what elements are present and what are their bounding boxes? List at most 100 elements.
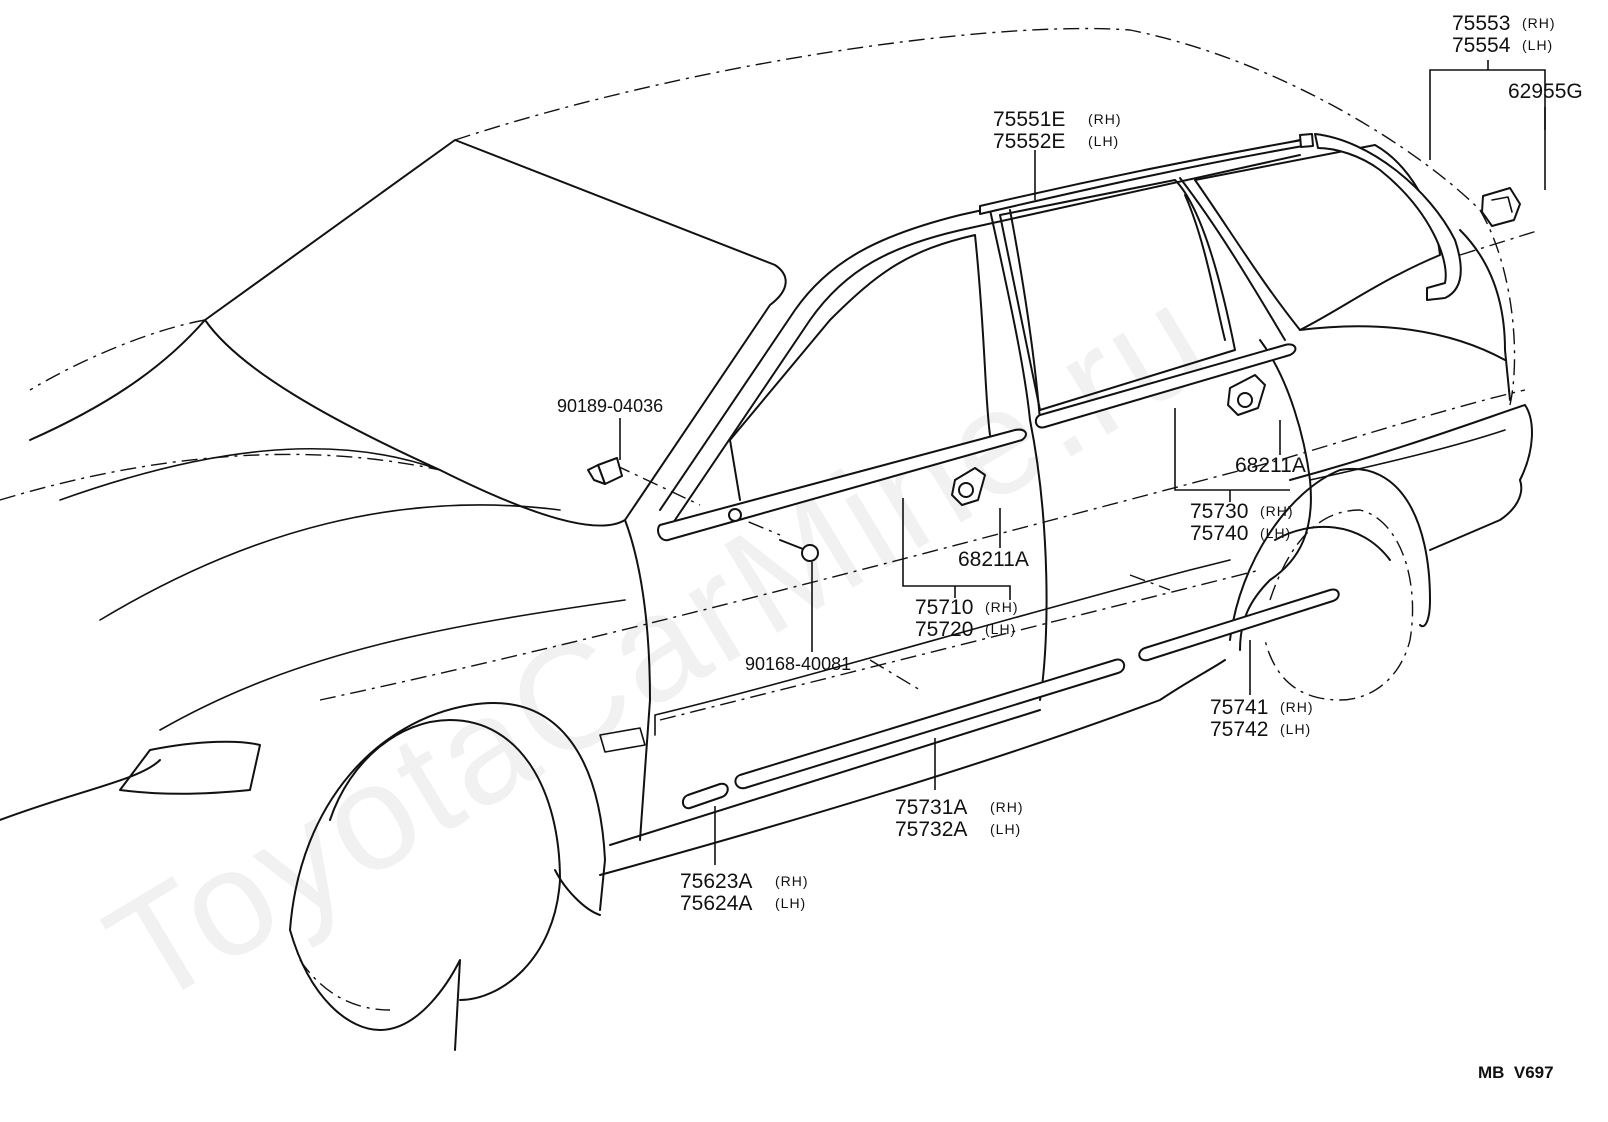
parts — [587, 133, 1521, 810]
rear-tire — [1274, 525, 1391, 561]
clip-rear-door-head — [1237, 392, 1253, 408]
front-tire-inner — [329, 719, 561, 1001]
clip-rear-part[interactable] — [1481, 187, 1521, 227]
headlamp — [119, 740, 261, 795]
a-pillar-inner — [674, 154, 1301, 521]
callout-roof-drip-rh-side: (RH) — [1088, 111, 1122, 127]
callout-belt-rear-rh-side: (RH) — [1260, 503, 1294, 519]
watermark-text: ToyotaCarMine.ru — [80, 251, 1236, 1038]
front-tire — [289, 929, 461, 1051]
leader-belt-rear — [1174, 408, 1290, 502]
clip-rear-detail — [1491, 196, 1513, 213]
front-wheel-arch — [289, 702, 606, 931]
door-bottom-line — [609, 709, 1041, 846]
hood-crease-1 — [59, 447, 441, 501]
clip-front-upper-part[interactable] — [587, 457, 623, 485]
hood-crease-2 — [99, 504, 561, 621]
callout-clip-front-upper-part: 90189-04036 — [557, 396, 663, 416]
screw-shank — [779, 539, 804, 550]
rear-pillar-outer — [1459, 229, 1511, 401]
front-door-side-moulding[interactable] — [734, 658, 1126, 790]
front-belt-moulding[interactable] — [657, 428, 1027, 542]
callout-side-front-rh-part: 75731A — [895, 796, 967, 819]
fender-moulding[interactable] — [682, 782, 729, 810]
callout-clip-rear-part: 62955G — [1508, 80, 1583, 103]
callout-belt-front-lh-part: 75720 — [915, 618, 973, 641]
front-bumper-line — [0, 759, 161, 821]
callout-roof-rear-lh-part: 75554 — [1452, 34, 1511, 57]
side-character-line — [319, 389, 1526, 701]
rocker-upper — [654, 559, 1231, 736]
callout-belt-rear-lh-side: (LH) — [1260, 525, 1291, 541]
callout-fender-rh-side: (RH) — [775, 873, 809, 889]
quarter-window — [1194, 144, 1441, 331]
callout-roof-rear-rh-part: 75553 — [1452, 12, 1510, 35]
hood-front-line — [0, 453, 441, 501]
callout-clip-front-door-part: 68211A — [958, 548, 1029, 571]
front-door-front-edge — [624, 519, 651, 841]
lower-dash-line — [659, 569, 1261, 721]
callout-roof-drip-lh-side: (LH) — [1088, 133, 1119, 149]
callout-labels: 75553 (RH) 75554 (LH) 62955G 75551E (RH)… — [557, 12, 1583, 1082]
screw-part[interactable] — [779, 539, 819, 562]
callout-belt-front-lh-side: (LH) — [985, 621, 1016, 637]
belt-clip-front[interactable] — [728, 508, 742, 522]
roof-line — [454, 27, 1516, 406]
callout-belt-rear-rh-part: 75730 — [1190, 500, 1248, 523]
callout-side-front-rh-side: (RH) — [990, 799, 1024, 815]
front-window — [729, 234, 991, 501]
clip-rear-door-part[interactable] — [1227, 374, 1266, 416]
rear-roof-moulding[interactable] — [1314, 133, 1462, 301]
clip-front-door-head — [958, 482, 974, 498]
rear-quarter-line — [1309, 429, 1506, 481]
rear-wheel-arch-inner — [1264, 509, 1414, 701]
car-body — [0, 27, 1541, 1051]
callout-side-rear-rh-part: 75741 — [1210, 696, 1268, 719]
callout-clip-rear-door-part: 68211A — [1235, 454, 1306, 477]
clip-leader-rear — [1459, 229, 1541, 256]
callout-fender-lh-side: (LH) — [775, 895, 806, 911]
callout-roof-drip-rh-part: 75551E — [993, 108, 1065, 131]
front-lower-fender — [554, 869, 601, 916]
rear-wheel-arch — [1229, 467, 1431, 641]
side-front-leader — [869, 659, 921, 691]
callout-side-front-lh-side: (LH) — [990, 821, 1021, 837]
callout-side-front-lh-part: 75732A — [895, 818, 967, 841]
roof-drip-moulding-end[interactable] — [1299, 133, 1314, 148]
b-pillar — [989, 209, 1048, 701]
c-pillar — [1179, 177, 1286, 341]
callout-belt-front-rh-part: 75710 — [915, 596, 973, 619]
leader-belt-front — [902, 498, 1011, 600]
rocker-lower — [599, 659, 1226, 876]
rear-door-window — [999, 179, 1236, 411]
watermark: ToyotaCarMine.ru — [80, 251, 1236, 1038]
front-fender-line — [159, 599, 626, 731]
tire-base — [299, 959, 391, 1011]
side-rear-leader — [1129, 574, 1171, 591]
callout-roof-rear-rh-side: (RH) — [1522, 15, 1556, 31]
rear-door-window-inner — [1184, 194, 1226, 341]
a-pillar — [659, 139, 1301, 511]
rear-belt-moulding[interactable] — [1034, 343, 1297, 429]
side-marker — [599, 727, 646, 753]
callout-belt-front-rh-side: (RH) — [985, 599, 1019, 615]
rear-bumper-lower — [1429, 479, 1523, 551]
leader-roof-rear — [1429, 60, 1546, 160]
leader-lines — [619, 60, 1546, 865]
windshield-outline — [204, 139, 787, 527]
rear-bumper-upper — [1289, 404, 1533, 481]
callout-belt-rear-lh-part: 75740 — [1190, 522, 1248, 545]
callout-side-rear-lh-part: 75742 — [1210, 718, 1268, 741]
callout-side-rear-rh-side: (RH) — [1280, 699, 1314, 715]
clip-front-door-part[interactable] — [951, 467, 986, 506]
diagram-code: MB V697 — [1478, 1063, 1554, 1082]
rear-door-side-moulding[interactable] — [1138, 588, 1340, 662]
rear-door-rear-edge — [1239, 339, 1312, 651]
callout-roof-rear-lh-side: (LH) — [1522, 37, 1553, 53]
rear-quarter — [1299, 325, 1506, 361]
clip-leader-front — [614, 464, 701, 506]
clip-rear-body — [1481, 187, 1521, 227]
callout-screw-part: 90168-40081 — [745, 654, 851, 674]
hood-edge — [29, 319, 206, 441]
